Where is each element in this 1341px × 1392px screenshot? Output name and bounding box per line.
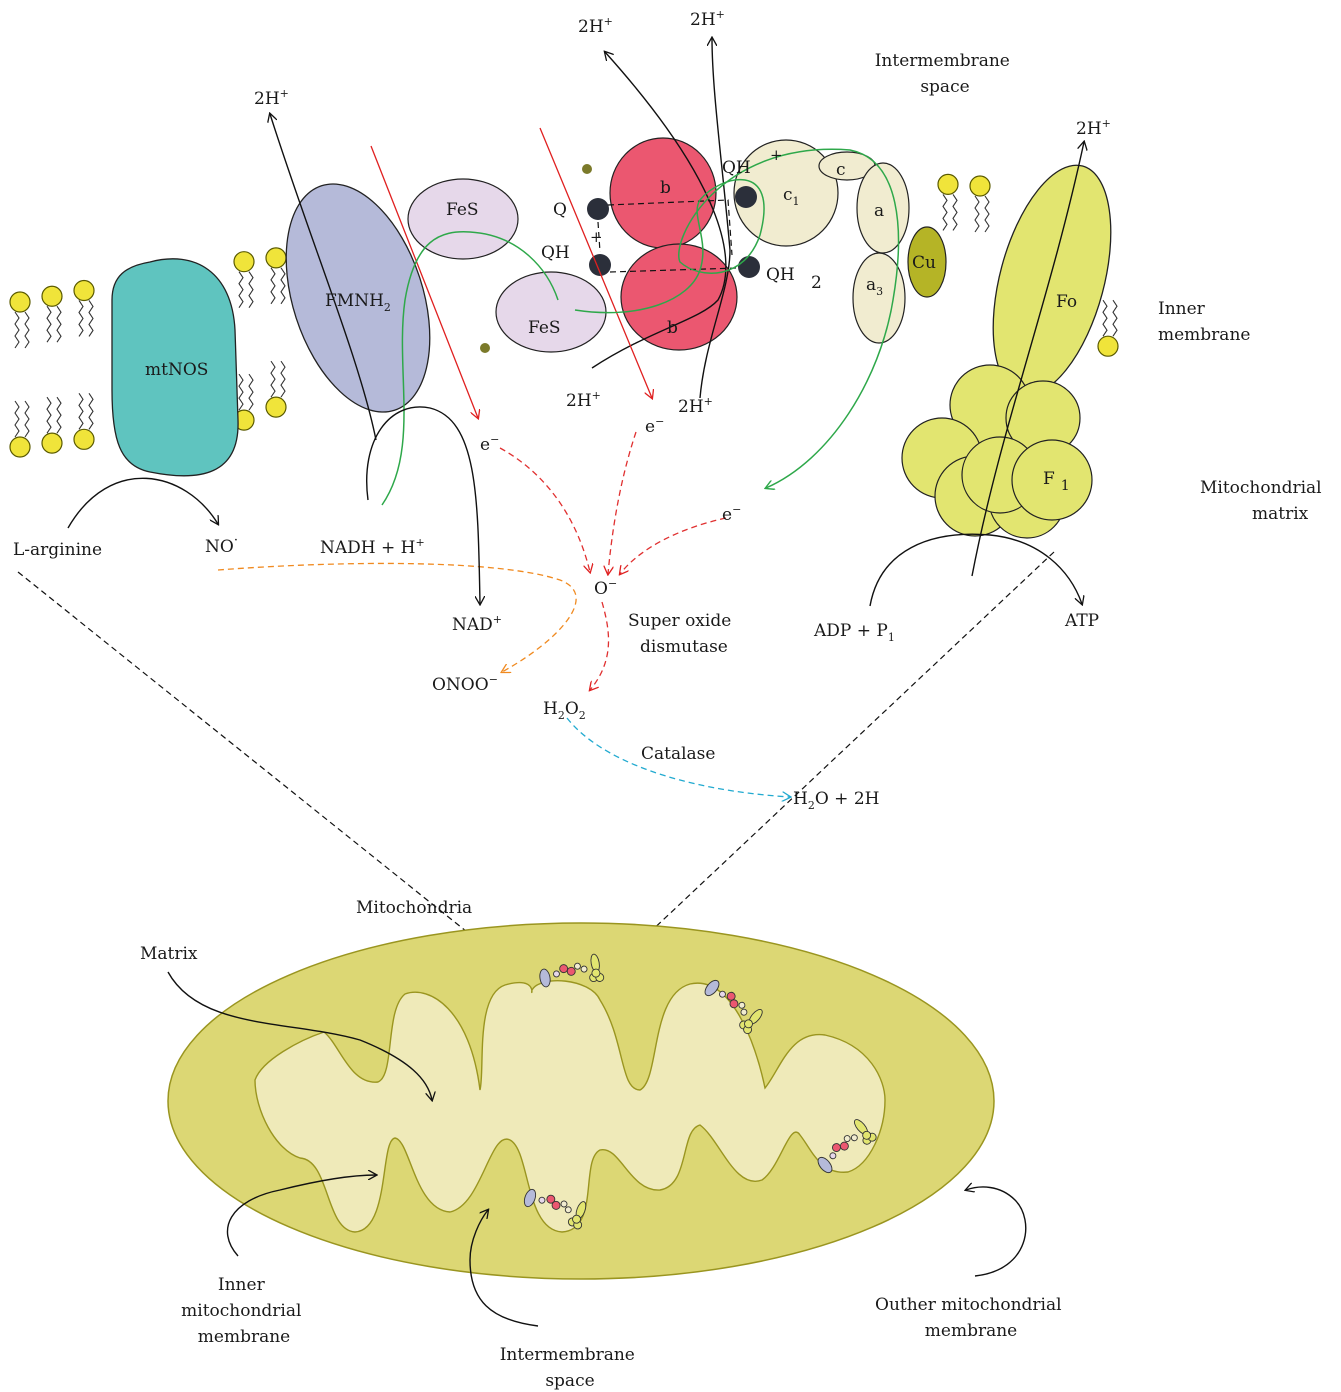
cu-label: Cu xyxy=(912,253,936,273)
qh2-subscript-label: 2 xyxy=(811,273,822,293)
zoom-guide-lines xyxy=(18,552,1054,984)
adp-label: ADP + P1 xyxy=(813,621,895,644)
peroxynitrite-label: ONOO− xyxy=(432,673,498,695)
proton-label-bottom-1: 2H+ xyxy=(566,389,601,411)
inner-membrane-label: Inner membrane xyxy=(1158,299,1250,345)
proton-label-left: 2H+ xyxy=(254,87,289,109)
q-label: Q xyxy=(553,200,567,220)
mtnos-label: mtNOS xyxy=(145,360,208,380)
c-label: c xyxy=(836,160,846,180)
small-lipid-dot-2 xyxy=(480,343,490,353)
mini-complex-part xyxy=(581,966,588,973)
quinone-dot-qh-right xyxy=(738,256,760,278)
electron-label-2: e− xyxy=(645,415,664,437)
quinone-dot-q xyxy=(587,198,609,220)
small-lipid-dot-1 xyxy=(582,164,592,174)
lipid-head xyxy=(234,252,254,272)
lipid-tail xyxy=(79,300,93,336)
proton-label-right: 2H+ xyxy=(1076,117,1111,139)
lipid-tail xyxy=(15,401,29,437)
mini-complex-part xyxy=(574,963,581,970)
qh-right-label: QH xyxy=(766,265,795,285)
outher-mitochondrial-membrane-label: Outher mitochondrial membrane xyxy=(875,1295,1067,1341)
lipid-tail xyxy=(239,272,253,308)
lipid-tail xyxy=(239,374,253,410)
membrane-proteins xyxy=(112,138,1133,538)
fes-top-label: FeS xyxy=(446,200,479,220)
lipid-tail xyxy=(1103,300,1117,336)
catalase-label: Catalase xyxy=(641,744,715,764)
lipid-tail xyxy=(15,312,29,348)
atp-label: ATP xyxy=(1064,611,1099,631)
electron-label-1: e− xyxy=(480,433,499,455)
superoxide-dismutase-label: Super oxide dismutase xyxy=(628,611,737,657)
lipid-head xyxy=(938,174,958,194)
qh-top-label: QH xyxy=(722,158,751,178)
intermembrane-space-top-label: Intermembrane space xyxy=(875,51,1016,97)
lipid-head xyxy=(1098,336,1118,356)
a-label: a xyxy=(874,201,884,221)
plus-sign-q: + xyxy=(590,228,603,246)
mitochondrion xyxy=(168,923,994,1279)
nadh-label: NADH + H+ xyxy=(320,536,425,558)
mitochondria-label: Mitochondria xyxy=(356,898,472,918)
plus-sign-c1: + xyxy=(770,146,783,164)
proton-label-top-2: 2H+ xyxy=(690,8,725,30)
lipid-head xyxy=(74,429,94,449)
cyt-b-bottom-label: b xyxy=(667,318,678,338)
lipid-tail xyxy=(47,397,61,433)
matrix-label: Matrix xyxy=(140,944,198,964)
nad-label: NAD+ xyxy=(452,613,502,635)
lipid-head xyxy=(10,292,30,312)
proton-label-top-1: 2H+ xyxy=(578,15,613,37)
cyt-b-top-label: b xyxy=(660,178,671,198)
intermembrane-space-bottom-label: Intermembrane space xyxy=(500,1345,641,1391)
quinone-dot-qh-top xyxy=(735,186,757,208)
lipid-head xyxy=(266,248,286,268)
electron-label-3: e− xyxy=(722,503,741,525)
lipid-tail xyxy=(271,268,285,304)
nitric-oxide-label: NO· xyxy=(205,533,238,557)
hydrogen-peroxide-label: H2O2 xyxy=(543,699,586,722)
superoxide-label: O− xyxy=(594,577,617,599)
lipid-head xyxy=(74,280,94,300)
inner-mitochondrial-membrane-label: Inner mitochondrial membrane xyxy=(181,1275,307,1347)
lipid-tail xyxy=(975,196,989,232)
mini-complex-part xyxy=(553,970,560,977)
proton-label-bottom-2: 2H+ xyxy=(678,395,713,417)
lipid-head xyxy=(970,176,990,196)
lipid-head xyxy=(266,397,286,417)
lipid-tail xyxy=(79,393,93,429)
lipid-head xyxy=(42,433,62,453)
l-arginine-label: L-arginine xyxy=(13,540,102,560)
lipid-tail xyxy=(943,194,957,230)
fmnh2-label: FMNH2 xyxy=(325,291,391,314)
qh-left-label: QH xyxy=(541,243,570,263)
atp-synthase-f1 xyxy=(902,365,1092,538)
fo-label: Fo xyxy=(1056,292,1077,312)
lipid-head xyxy=(10,437,30,457)
water-label: H2O + 2H xyxy=(793,789,879,812)
lipid-tail xyxy=(271,361,285,397)
fes-bottom-label: FeS xyxy=(528,318,561,338)
mitochondrial-matrix-label: Mitochondrial matrix xyxy=(1200,478,1327,524)
lipid-head xyxy=(42,286,62,306)
lipid-tail xyxy=(47,306,61,342)
